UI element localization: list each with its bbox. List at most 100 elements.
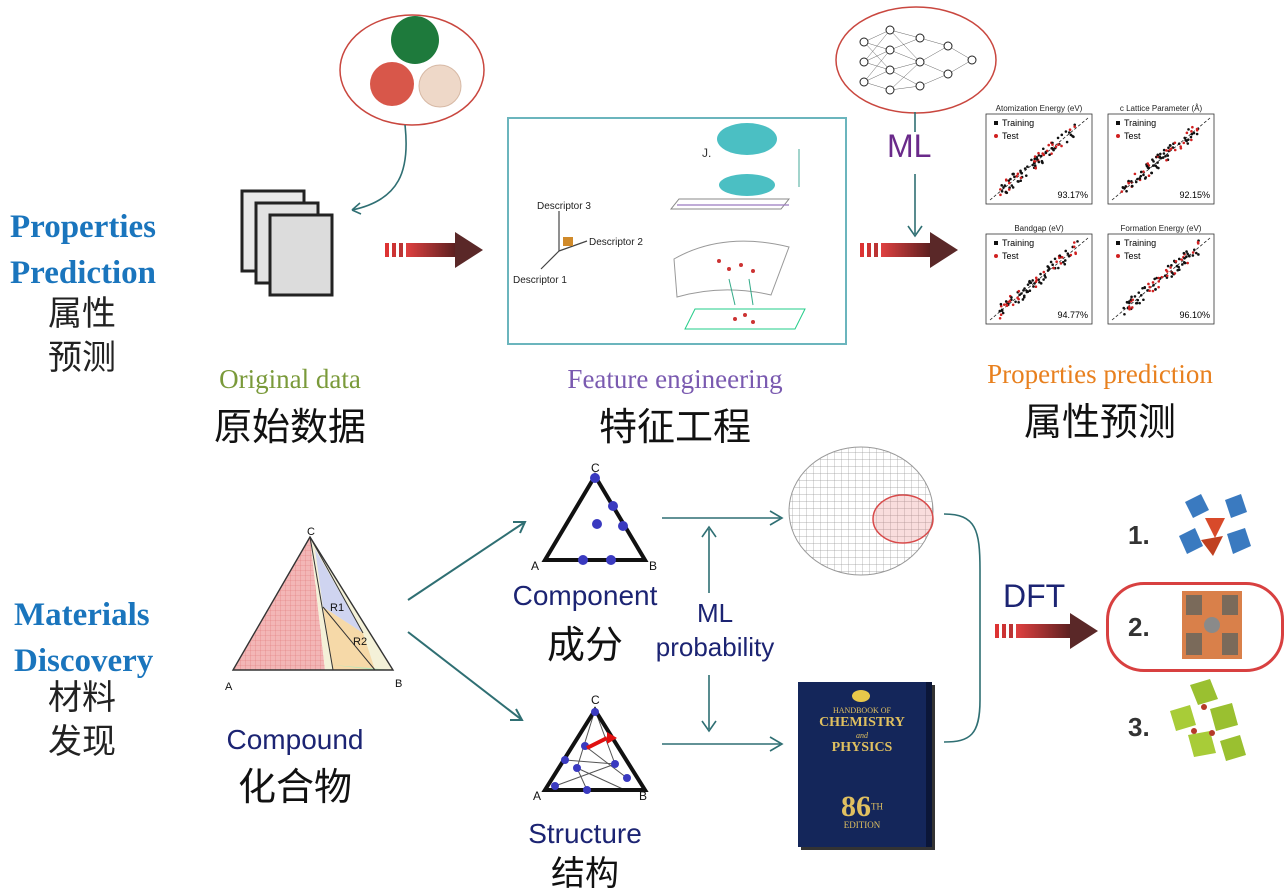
scatter-point	[1033, 282, 1036, 285]
scatter-point	[1197, 242, 1200, 245]
scatter-point	[1151, 158, 1154, 161]
scatter-point	[1051, 263, 1054, 266]
accuracy-label: 92.15%	[1179, 190, 1210, 200]
scatter-point	[1061, 256, 1064, 259]
scatter-point	[1122, 186, 1125, 189]
document-page	[270, 215, 332, 295]
scatter-point	[1028, 281, 1031, 284]
scatter-point	[1034, 167, 1037, 170]
scatter-point	[1009, 300, 1012, 303]
properties-prediction-title: Properties Prediction	[10, 204, 156, 296]
scatter-point	[1001, 190, 1004, 193]
scatter-point	[1034, 164, 1037, 167]
scatter-point	[1004, 184, 1007, 187]
scatter-point	[1176, 265, 1179, 268]
scatter-point	[1048, 267, 1051, 270]
scatter-point	[1013, 176, 1016, 179]
scatter-point	[1157, 277, 1160, 280]
scatter-point	[1073, 125, 1076, 128]
handbook-line: PHYSICS	[798, 740, 926, 756]
properties-prediction-caption-zh: 属性预测	[955, 391, 1245, 446]
properties-prediction-caption: Properties prediction	[955, 359, 1245, 390]
scatter-point	[1030, 159, 1033, 162]
scatter-point	[1069, 128, 1072, 131]
scatter-point	[1038, 154, 1041, 157]
scatter-point	[1131, 185, 1134, 188]
scatter-point	[1027, 283, 1030, 286]
scatter-point	[1033, 160, 1036, 163]
legend-test-marker	[994, 134, 998, 138]
feature-engineering-caption-zh: 特征工程	[520, 396, 830, 451]
scatter-point	[1054, 257, 1057, 260]
scatter-point	[999, 317, 1002, 320]
scatter-point	[1060, 145, 1063, 148]
legend-training-marker	[994, 241, 998, 245]
scatter-point	[1041, 162, 1044, 165]
scatter-point	[1165, 149, 1168, 152]
title-line: Prediction	[10, 250, 156, 296]
scatter-point	[1008, 182, 1011, 185]
scatter-point	[1196, 133, 1199, 136]
handbook-cover: HANDBOOK OF CHEMISTRY and PHYSICS 86TH E…	[798, 682, 932, 847]
legend-training-label: Training	[1124, 238, 1156, 248]
scatter-point	[1005, 191, 1008, 194]
materials-discovery-title: Materials Discovery	[14, 592, 153, 684]
scatter-point	[1062, 261, 1065, 264]
vertex-b-label: B	[649, 559, 657, 573]
scatter-point	[1058, 257, 1061, 260]
parity-plot: c Lattice Parameter (Å)TrainingTest92.15…	[1108, 104, 1214, 204]
scatter-point	[1175, 260, 1178, 263]
scatter-point	[1055, 145, 1058, 148]
scatter-point	[1130, 296, 1133, 299]
scatter-point	[1000, 313, 1003, 316]
compound-caption: Compound	[200, 724, 390, 756]
scatter-point	[1020, 176, 1023, 179]
scatter-point	[1148, 174, 1151, 177]
title-line-zh: 发现	[48, 720, 116, 764]
scatter-point	[1193, 132, 1196, 135]
scatter-point	[1159, 153, 1162, 156]
scatter-point	[1190, 130, 1193, 133]
plot-title: Atomization Energy (eV)	[996, 104, 1083, 113]
scatter-point	[1165, 159, 1168, 162]
scatter-point	[1057, 267, 1060, 270]
scatter-point	[1140, 294, 1143, 297]
scatter-point	[1123, 313, 1126, 316]
edition-suffix: TH	[871, 802, 883, 812]
scatter-point	[1183, 261, 1186, 264]
candidate-2-structure-icon	[1172, 585, 1252, 665]
legend-training-marker	[1116, 121, 1120, 125]
scatter-point	[1122, 307, 1125, 310]
scatter-point	[1047, 144, 1050, 147]
scatter-point	[1002, 312, 1005, 315]
scatter-point	[1042, 147, 1045, 150]
scatter-point	[1048, 153, 1051, 156]
scatter-point	[1036, 158, 1039, 161]
scatter-point	[1009, 178, 1012, 181]
title-line-zh: 预测	[48, 336, 116, 380]
legend-test-label: Test	[1124, 251, 1141, 261]
scatter-point	[1184, 139, 1187, 142]
scatter-point	[1192, 254, 1195, 257]
merge-bracket	[940, 510, 990, 750]
vertex-c-label: C	[591, 693, 600, 707]
scatter-point	[1032, 285, 1035, 288]
scatter-point	[1148, 286, 1151, 289]
scatter-point	[1037, 278, 1040, 281]
edition-number: 86	[841, 790, 871, 823]
scatter-point	[1070, 134, 1073, 137]
scatter-point	[1156, 161, 1159, 164]
scatter-point	[1147, 166, 1150, 169]
green-sphere-icon	[391, 16, 439, 64]
scatter-point	[1001, 309, 1004, 312]
scatter-point	[1143, 287, 1146, 290]
scatter-point	[1181, 263, 1184, 266]
scatter-point	[1073, 245, 1076, 248]
scatter-point	[1186, 142, 1189, 145]
scatter-point	[1125, 190, 1128, 193]
scatter-point	[1183, 252, 1186, 255]
parity-plot: Atomization Energy (eV)TrainingTest93.17…	[986, 104, 1092, 204]
scatter-point	[1138, 302, 1141, 305]
scatter-point	[1178, 258, 1181, 261]
